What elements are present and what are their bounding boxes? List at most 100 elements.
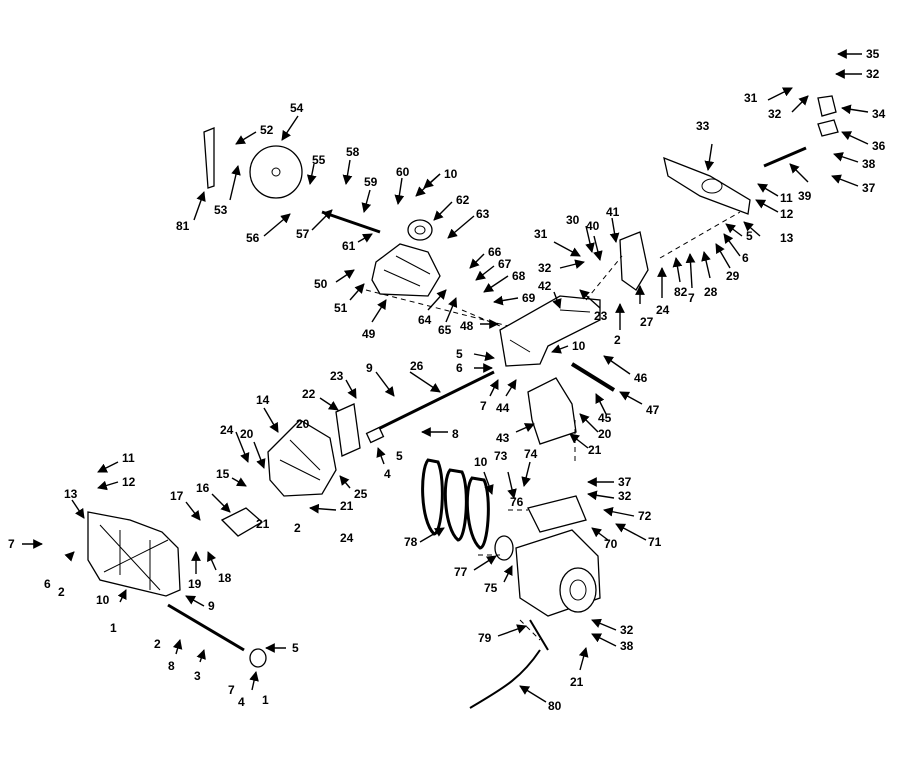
- callout-11: 11: [122, 451, 135, 465]
- callout-34: 34: [872, 107, 886, 121]
- callout-61: 61: [342, 239, 356, 253]
- callout-78: 78: [404, 535, 418, 549]
- callout-7: 7: [8, 537, 15, 551]
- callout-2c: 2: [154, 637, 161, 651]
- parts-artwork: [87, 95, 839, 709]
- callout-77: 77: [454, 565, 468, 579]
- callout-6c: 6: [742, 251, 749, 265]
- callout-6: 6: [44, 577, 51, 591]
- callout-52: 52: [260, 123, 274, 137]
- callout-74: 74: [524, 447, 538, 461]
- callout-33: 33: [696, 119, 710, 133]
- callout-21c: 21: [588, 443, 602, 457]
- callout-65: 65: [438, 323, 452, 337]
- callout-80: 80: [548, 699, 562, 713]
- spring-part: [365, 426, 385, 444]
- callout-54: 54: [290, 101, 304, 115]
- lower-bracket-part: [527, 377, 577, 445]
- callout-5c: 5: [456, 347, 463, 361]
- callout-19: 19: [188, 577, 202, 591]
- callout-16: 16: [196, 481, 210, 495]
- callout-59: 59: [364, 175, 378, 189]
- callout-68: 68: [512, 269, 526, 283]
- callout-21b: 21: [340, 499, 354, 513]
- callout-32c: 32: [866, 67, 880, 81]
- callout-13b: 13: [780, 231, 794, 245]
- plate-70-part: [527, 495, 587, 533]
- callout-76: 76: [510, 495, 524, 509]
- upper-arm-part: [663, 156, 751, 215]
- belt-part: [421, 458, 444, 536]
- callout-38: 38: [862, 157, 876, 171]
- callout-75: 75: [484, 581, 498, 595]
- blade-part: [249, 145, 303, 199]
- bracket-34-part: [817, 95, 837, 117]
- callout-37: 37: [862, 181, 876, 195]
- callout-71: 71: [648, 535, 662, 549]
- callout-31: 31: [744, 91, 758, 105]
- bracket-27-part: [619, 231, 649, 291]
- coupler-part: [220, 507, 264, 537]
- callout-8b: 8: [452, 427, 459, 441]
- callout-17: 17: [170, 489, 184, 503]
- callout-24b: 24: [340, 531, 354, 545]
- callout-8: 8: [168, 659, 175, 673]
- callout-12: 12: [122, 475, 136, 489]
- callout-32: 32: [768, 107, 782, 121]
- callout-42: 42: [538, 279, 552, 293]
- callout-30: 30: [566, 213, 580, 227]
- callout-7b: 7: [228, 683, 235, 697]
- callout-40: 40: [586, 219, 600, 233]
- callout-24c: 24: [656, 303, 670, 317]
- callout-12b: 12: [780, 207, 794, 221]
- plate-part: [335, 403, 361, 457]
- callout-63: 63: [476, 207, 490, 221]
- callout-4: 4: [238, 695, 245, 709]
- callout-11b: 11: [780, 191, 793, 205]
- callout-7c: 7: [480, 399, 487, 413]
- gear-bracket-part: [267, 419, 337, 497]
- callout-56: 56: [246, 231, 260, 245]
- callout-23: 23: [330, 369, 344, 383]
- callout-10d: 10: [474, 455, 488, 469]
- axle-shaft-part: [167, 603, 245, 652]
- callout-10: 10: [96, 593, 110, 607]
- center-housing-part: [499, 295, 601, 367]
- callout-labels: 1 2 3 4 5 6 7 8 9 10 11 12 13 14 15 16 1…: [8, 47, 886, 713]
- callout-35: 35: [866, 47, 880, 61]
- callout-1: 1: [110, 621, 117, 635]
- callout-3: 3: [194, 669, 201, 683]
- callout-2b: 2: [294, 521, 301, 535]
- upper-housing-part: [371, 243, 441, 297]
- callout-15: 15: [216, 467, 230, 481]
- callout-43: 43: [496, 431, 510, 445]
- callout-79: 79: [478, 631, 492, 645]
- callout-62: 62: [456, 193, 470, 207]
- rod-part: [570, 362, 616, 392]
- callout-9: 9: [208, 599, 215, 613]
- callout-5: 5: [292, 641, 299, 655]
- left-frame-part: [87, 511, 181, 597]
- callout-20b: 20: [296, 417, 310, 431]
- callout-50: 50: [314, 277, 328, 291]
- callout-10c: 10: [572, 339, 586, 353]
- callout-31b: 31: [534, 227, 548, 241]
- callout-69: 69: [522, 291, 536, 305]
- callout-41: 41: [606, 205, 620, 219]
- callout-38b: 38: [620, 639, 634, 653]
- callout-20c: 20: [598, 427, 612, 441]
- pulley-part: [407, 219, 433, 241]
- callout-5b: 5: [396, 449, 403, 463]
- callout-48: 48: [460, 319, 474, 333]
- callout-67: 67: [498, 257, 512, 271]
- callout-4b: 4: [384, 467, 391, 481]
- callout-66: 66: [488, 245, 502, 259]
- callout-82: 82: [674, 285, 688, 299]
- callout-28: 28: [704, 285, 718, 299]
- callout-1b: 1: [262, 693, 269, 707]
- callout-73: 73: [494, 449, 508, 463]
- callout-23b: 23: [594, 309, 608, 323]
- callout-2d: 2: [614, 333, 621, 347]
- callout-18: 18: [218, 571, 232, 585]
